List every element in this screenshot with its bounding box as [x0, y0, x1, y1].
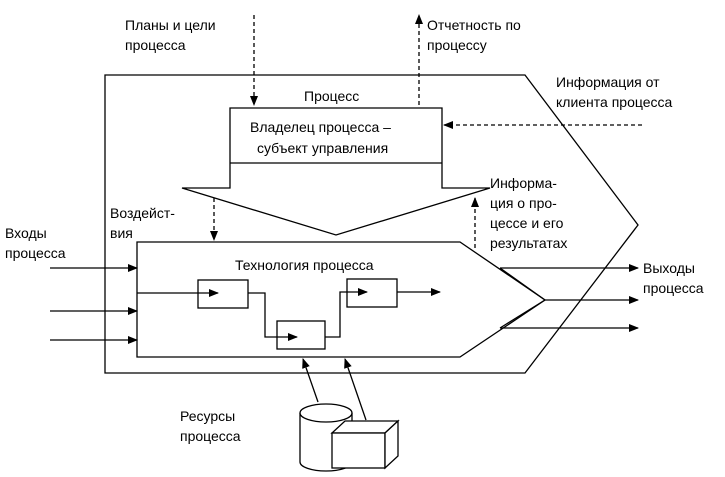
- resources-label-line1: Ресурсы: [180, 408, 235, 424]
- report-label-line2: процессу: [427, 37, 487, 53]
- technology-label: Технология процесса: [235, 257, 374, 273]
- info-label-line4: результатах: [490, 235, 567, 251]
- output-line-1: [499, 267, 546, 301]
- resource-arrow-1: [302, 358, 319, 403]
- process-label: Процесс: [304, 88, 359, 104]
- resources-label-line2: процесса: [180, 428, 241, 444]
- info-label-line2: ция о про-: [490, 195, 557, 211]
- inputs-label-line2: процесса: [5, 245, 66, 261]
- flow-2-3: [325, 291, 347, 338]
- outputs-label-line1: Выходы: [643, 260, 695, 276]
- subprocess-2: [276, 320, 326, 350]
- resources-cube-side: [384, 419, 399, 470]
- owner-block: [181, 107, 491, 236]
- impact-label-line1: Воздейст-: [110, 205, 175, 221]
- inputs-label-line1: Входы: [5, 225, 47, 241]
- plans-label-line1: Планы и цели: [125, 17, 216, 33]
- info-label-line1: Информа-: [490, 175, 557, 191]
- subprocess-1: [197, 279, 249, 309]
- client-info-label-line1: Информация от: [556, 74, 660, 90]
- owner-label-line1: Владелец процесса –: [250, 119, 391, 135]
- resources-cube-front: [331, 432, 386, 469]
- impact-label-line2: вия: [110, 225, 133, 241]
- owner-label-line2: субъект управления: [257, 140, 388, 156]
- output-line-3: [499, 299, 546, 329]
- info-label-line3: цессе и его: [490, 215, 564, 231]
- report-label-line1: Отчетность по: [427, 17, 521, 33]
- resources-cylinder-top: [299, 403, 353, 423]
- client-info-label-line2: клиента процесса: [556, 94, 673, 110]
- outputs-label-line2: процесса: [643, 280, 704, 296]
- flow-1-2: [248, 292, 277, 338]
- plans-label-line2: процесса: [125, 37, 186, 53]
- resource-arrow-2: [344, 358, 367, 421]
- subprocess-3: [346, 278, 398, 308]
